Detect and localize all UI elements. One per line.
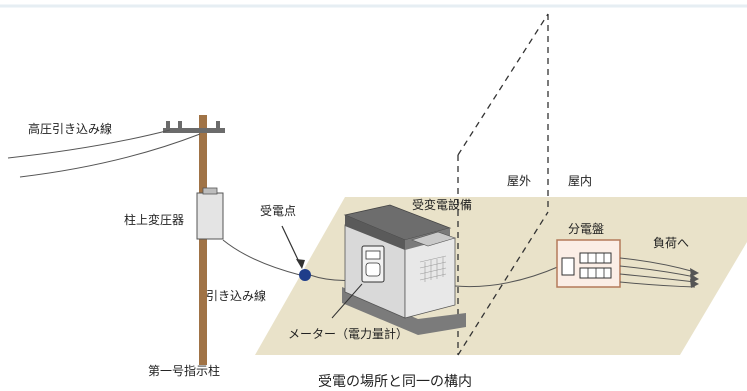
label-meter: メーター（電力量計） [288, 326, 408, 341]
high-voltage-lines [7, 129, 201, 178]
utility-pole [163, 115, 225, 365]
wire-to-board [454, 265, 561, 288]
label-substation-equipment: 受変電設備 [412, 197, 472, 212]
label-service-drop-line: 引き込み線 [206, 288, 266, 303]
receiving-point-arrow [281, 225, 305, 269]
distribution-board [556, 239, 621, 288]
load-wires [619, 257, 696, 288]
diagram-caption: 受電の場所と同一の構内 [318, 374, 472, 390]
electricity-meter [361, 245, 385, 283]
receiving-point-dot [299, 269, 311, 281]
pole-transformer [196, 187, 224, 240]
service-drop-wire [222, 239, 301, 276]
label-receiving-point: 受電点 [260, 204, 296, 218]
label-to-loads: 負荷へ [653, 236, 689, 250]
substation-cabinet [342, 204, 466, 335]
label-distribution-board: 分電盤 [568, 222, 604, 236]
label-high-voltage-line: 高圧引き込み線 [28, 121, 112, 136]
label-first-support-pole: 第一号指示柱 [148, 363, 220, 378]
meter-leader-line [331, 283, 363, 319]
label-indoor: 屋内 [568, 174, 592, 188]
label-outdoor: 屋外 [507, 174, 531, 188]
load-arrowheads [690, 268, 699, 288]
label-pole-transformer: 柱上変圧器 [124, 212, 184, 227]
